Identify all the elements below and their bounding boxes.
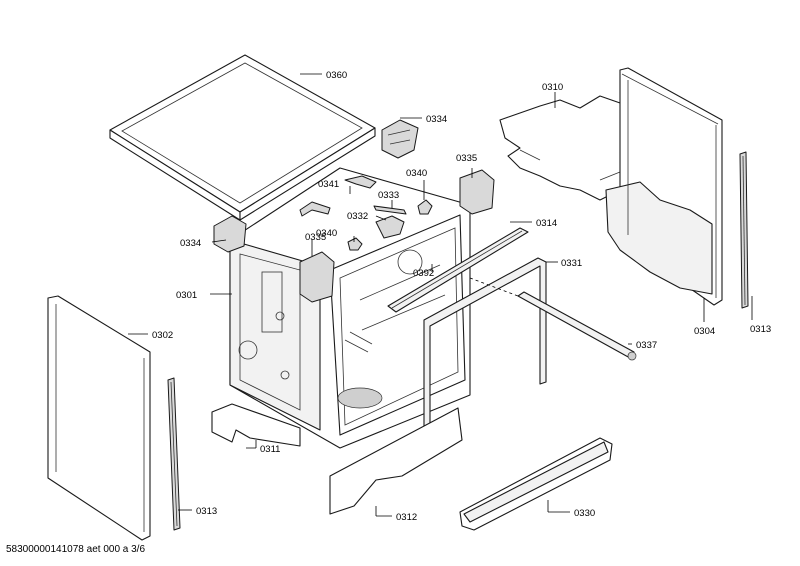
part-0335-bracket-top <box>459 169 495 215</box>
callout-0302: 0302 <box>152 330 173 341</box>
part-0301-tub-body <box>229 167 471 449</box>
callout-labels: 0360 0334 0335 0340 0341 0333 0332 0340 … <box>152 70 771 523</box>
callout-0337: 0337 <box>636 340 657 351</box>
part-0304-side-panel <box>605 67 723 306</box>
callout-0301: 0301 <box>176 290 197 301</box>
callout-0310: 0310 <box>542 82 563 93</box>
part-0334-hinge-top <box>381 119 419 159</box>
callout-0311: 0311 <box>260 444 280 455</box>
callout-0332: 0332 <box>347 211 368 222</box>
part-0311-base-plinth <box>211 403 301 447</box>
callout-0313-left: 0313 <box>196 506 217 517</box>
callout-0313-right: 0313 <box>750 324 771 335</box>
callout-0330: 0330 <box>574 508 595 519</box>
part-0302-side-panel-left <box>47 295 151 541</box>
part-0341-clip <box>299 175 377 217</box>
callout-0314: 0314 <box>536 218 557 229</box>
callout-0312: 0312 <box>396 512 417 523</box>
leader-lines <box>128 73 753 517</box>
callout-0392: 0392 <box>413 268 434 279</box>
callout-0335-left: 0335 <box>305 232 326 243</box>
document-reference-footer: 58300000141078 aet 000 a 3/6 <box>6 544 146 555</box>
part-0335-bracket-left <box>299 251 335 303</box>
callout-0333: 0333 <box>378 190 399 201</box>
part-0314-upper-rail <box>387 227 529 313</box>
part-0332-latch <box>375 215 405 239</box>
callout-0340-top: 0340 <box>406 168 427 179</box>
callout-0331: 0331 <box>561 258 582 269</box>
callout-0334-left: 0334 <box>180 238 201 249</box>
callout-0304: 0304 <box>694 326 715 337</box>
part-0340-clip-lower <box>347 237 363 251</box>
callout-0360: 0360 <box>326 70 347 81</box>
part-0334-hinge-left <box>213 215 247 253</box>
callout-0341: 0341 <box>318 179 339 190</box>
part-0330-bottom-trough <box>459 437 613 531</box>
part-0313-seal-strip-right <box>739 151 749 309</box>
part-0313-seal-strip-left <box>167 377 181 531</box>
part-0312-base-front <box>329 407 463 515</box>
part-0337-rod <box>469 277 637 361</box>
part-0360-worktop <box>109 54 376 221</box>
callout-0340-lower: 0340 <box>316 228 337 239</box>
callout-0335-top: 0335 <box>456 153 477 164</box>
part-0340-clip-top <box>417 199 433 215</box>
callout-0334-top: 0334 <box>426 114 447 125</box>
part-0333-rail <box>373 205 407 215</box>
